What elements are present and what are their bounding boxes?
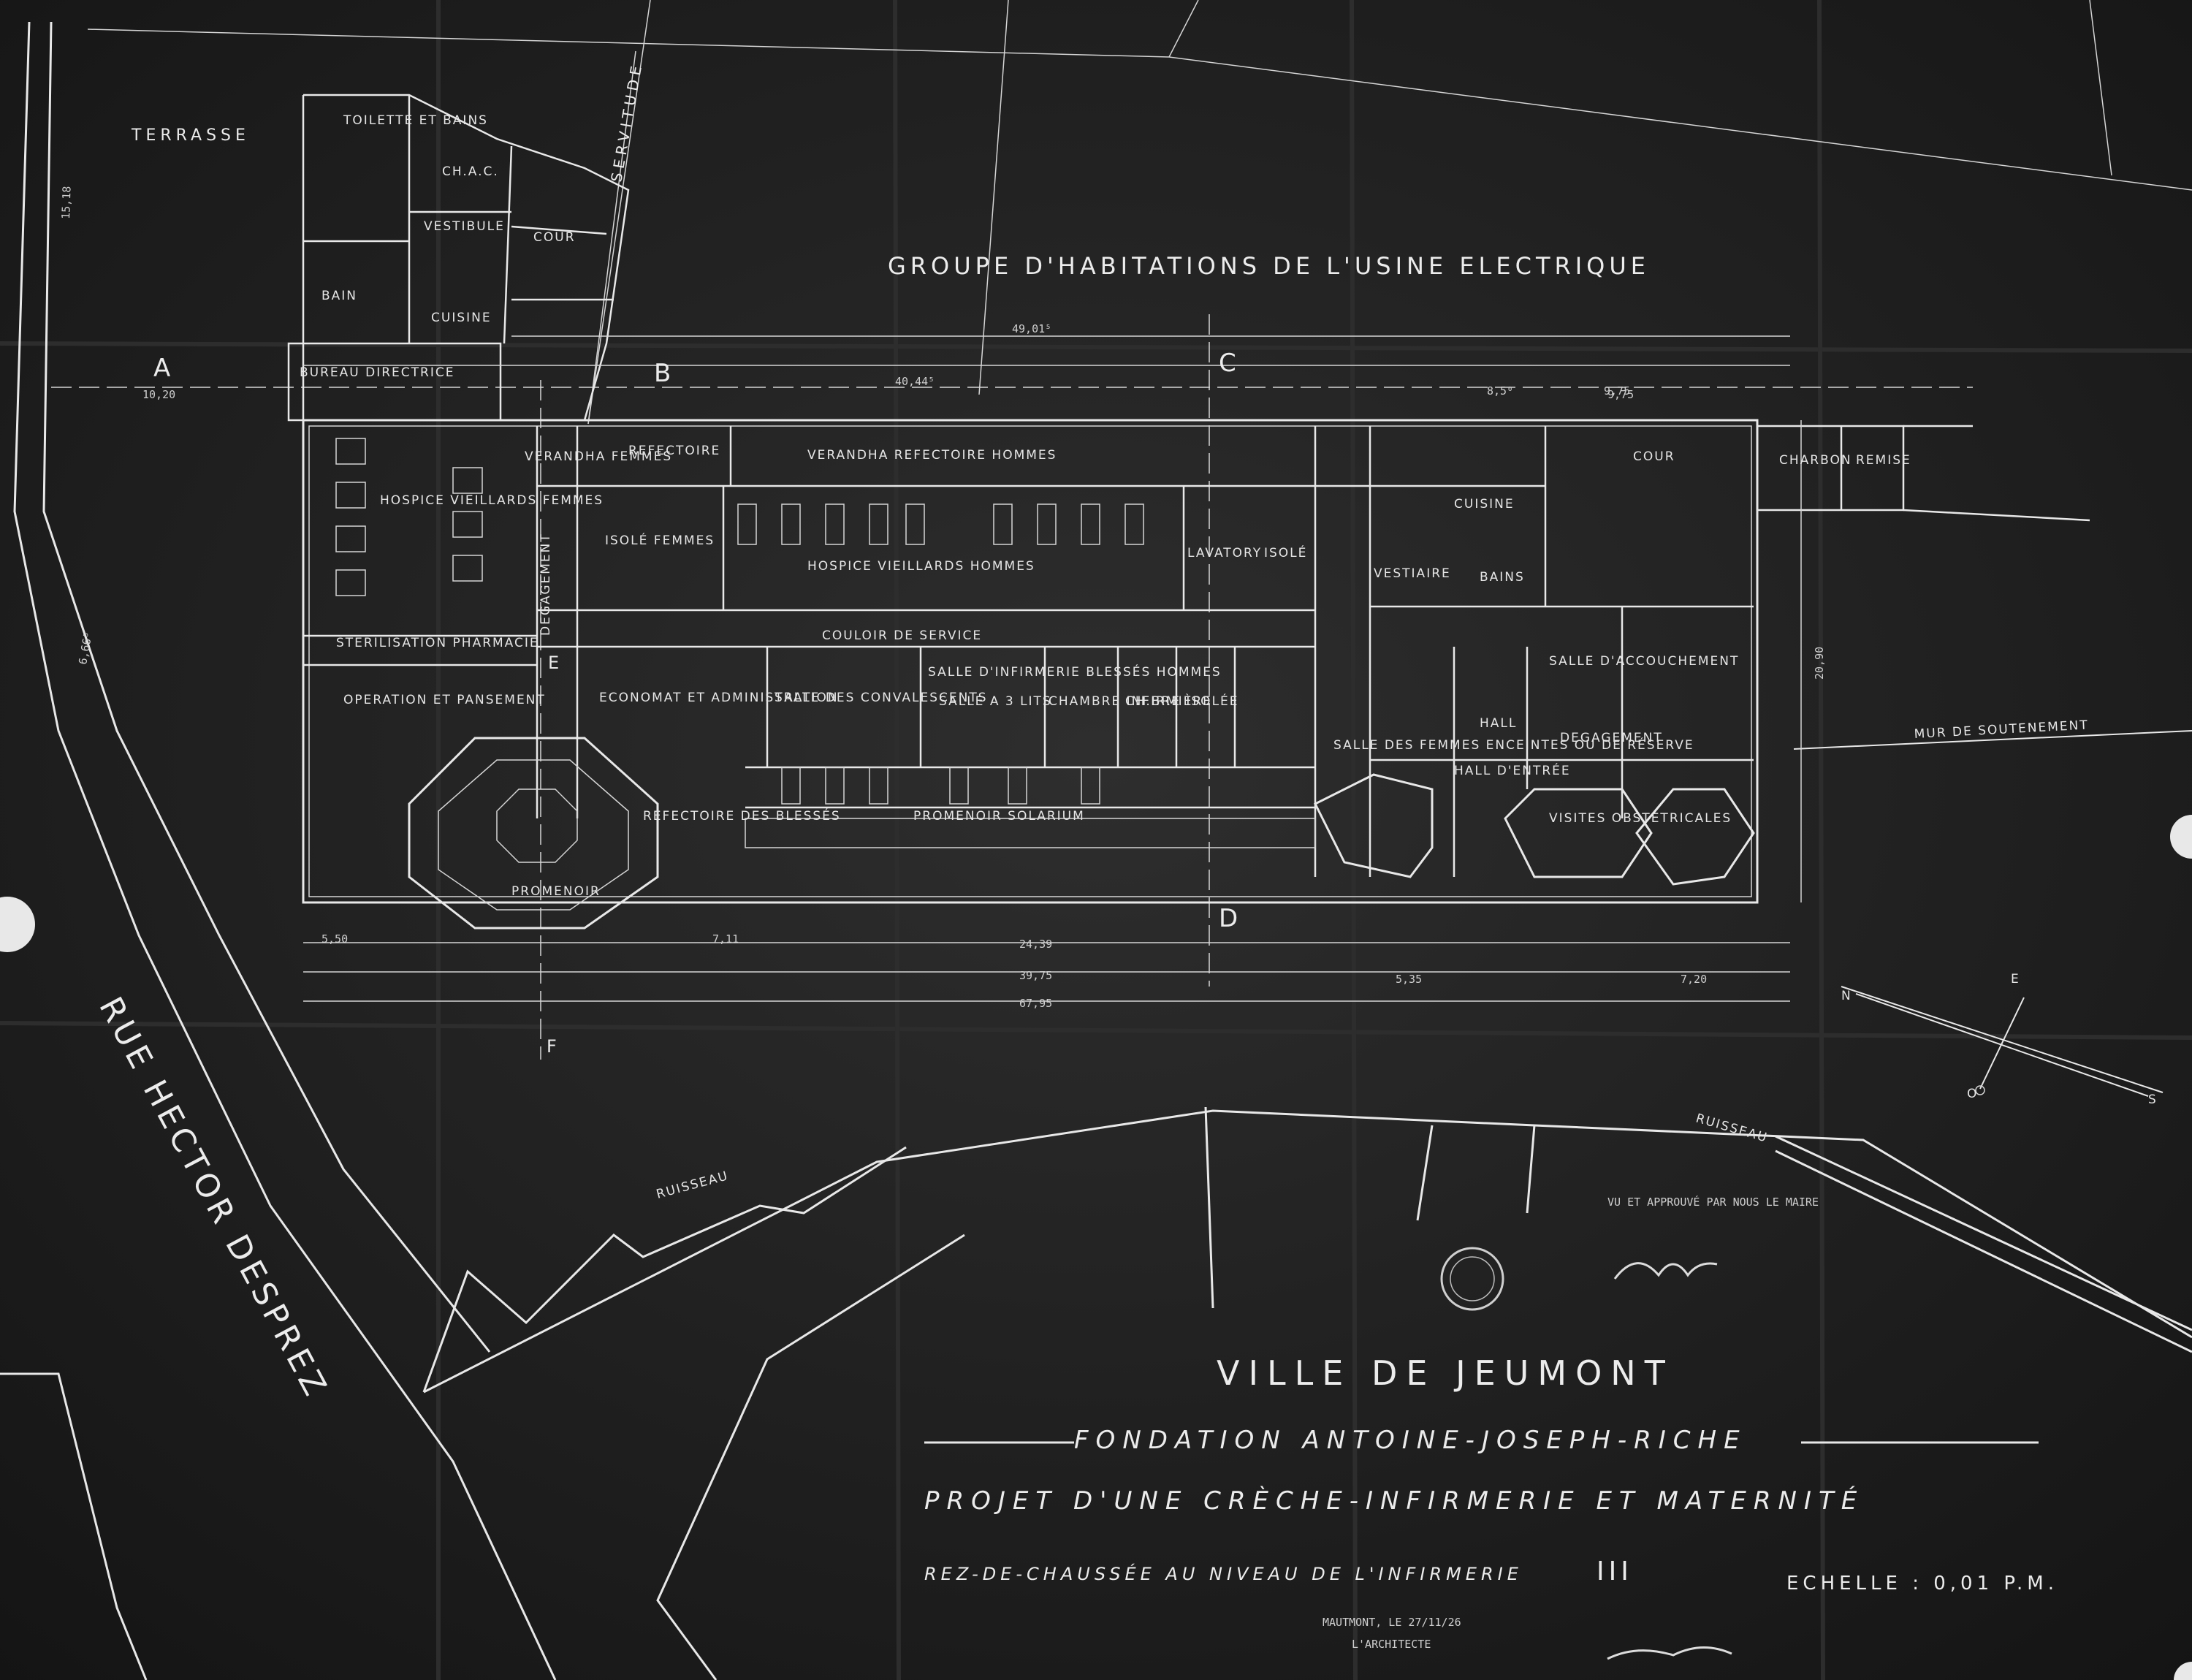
room-isole-femmes: ISOLÉ FEMMES [605, 532, 715, 548]
room-cuisine-small: CUISINE [431, 311, 492, 325]
room-salle-infirmerie: SALLE D'INFIRMERIE BLESSÉS HOMMES [928, 664, 1222, 680]
terrace-label: TERRASSE [131, 126, 250, 145]
room-hospice-femmes: HOSPICE VIEILLARDS FEMMES [380, 493, 604, 508]
octagon-pavilion-left [408, 737, 659, 930]
room-veranda-femmes: VERANDHA FEMMES [525, 449, 672, 464]
room-salle-accouchement: SALLE D'ACCOUCHEMENT [1549, 654, 1739, 669]
compass-n: N [1841, 989, 1852, 1003]
mayor-signature [1613, 1262, 1718, 1280]
dim-39-75: 39,75 [1019, 969, 1052, 982]
section-marker-d: D [1219, 904, 1242, 933]
section-marker-b: B [654, 359, 675, 388]
main-building [302, 419, 1759, 904]
room-vestibule: VESTIBULE [424, 219, 505, 234]
title-project: PROJET D'UNE CRÈCHE-INFIRMERIE ET MATERN… [924, 1486, 1864, 1516]
room-lavatory: LAVATORY [1187, 546, 1262, 560]
room-hospice-hommes: HOSPICE VIEILLARDS HOMMES [807, 559, 1035, 574]
dim-7-20: 7,20 [1681, 973, 1707, 986]
signature-date: MAUTMONT, LE 27/11/26 [1323, 1616, 1461, 1629]
room-charbon: CHARBON [1779, 453, 1852, 468]
room-salle-convalescents: SALLE DES CONVALESCENTS [775, 691, 988, 705]
room-hall-entree: HALL D'ENTRÉE [1454, 762, 1571, 778]
lodge-annex [287, 94, 630, 422]
architect-signature [1607, 1646, 1732, 1660]
room-toilette: TOILETTE ET BAINS [343, 113, 488, 128]
room-promenoir-solarium: PROMENOIR SOLARIUM [913, 809, 1085, 824]
dimension-lines [303, 335, 1802, 1002]
dim-7-11: 7,11 [712, 932, 739, 946]
room-economat: ECONOMAT ET ADMINISTRATION [599, 691, 839, 705]
section-marker-e: E [548, 653, 563, 673]
room-salle-femmes: SALLE DES FEMMES ENCEINTES OU DE RÉSERVE [1333, 737, 1694, 753]
room-degagement-right: DEGAGEMENT [1560, 731, 1663, 745]
compass-o: O [1967, 1087, 1978, 1101]
room-refectoire: REFECTOIRE [628, 444, 720, 458]
room-remise: REMISE [1856, 453, 1911, 468]
room-degagement: DEGAGEMENT [539, 533, 553, 636]
octagon-pavilion-right-1 [1313, 773, 1434, 878]
dim-24-39: 24,39 [1019, 938, 1052, 951]
room-ch-a-c: CH.A.C. [442, 164, 499, 179]
dim-40-44: 40,44⁵ [895, 375, 935, 388]
dim-49-01: 49,01⁵ [1012, 322, 1051, 335]
section-marker-c: C [1219, 349, 1241, 378]
room-cour-small: COUR [533, 230, 576, 245]
street-outline [0, 21, 557, 1680]
compass-e: E [2011, 972, 2020, 987]
dim-9-75: 9,75 [1604, 384, 1630, 398]
punch-hole [2170, 815, 2192, 859]
octagon-pavilion-right-3 [1635, 788, 1755, 886]
room-refectoire-blesses: REFECTOIRE DES BLESSÉS [643, 807, 841, 824]
group-label: GROUPE D'HABITATIONS DE L'USINE ELECTRIQ… [888, 252, 1650, 280]
rear-sheds [1756, 425, 2090, 522]
dim-10-20: 10,20 [142, 388, 175, 401]
room-operation: OPERATION ET PANSEMENT [343, 693, 546, 707]
compass-rose [1841, 986, 2164, 1097]
dim-9-75b: 9,75 [1607, 388, 1634, 401]
room-salle-3-lits: SALLE A 3 LITS [939, 694, 1052, 709]
room-isole-hommes: ISOLÉ [1264, 544, 1307, 560]
room-bain: BAIN [321, 289, 357, 303]
dim-67-95: 67,95 [1019, 997, 1052, 1010]
sheet-number: III [1597, 1557, 1633, 1586]
octagon-pavilion-right-2 [1504, 788, 1653, 878]
room-couloir-service: COULOIR DE SERVICE [822, 628, 982, 643]
room-promenoir: PROMENOIR [511, 884, 601, 899]
room-veranda-refectoire-hommes: VERANDHA REFECTOIRE HOMMES [807, 448, 1057, 463]
architect-label: L'ARCHITECTE [1352, 1638, 1431, 1651]
title-level: REZ-DE-CHAUSSÉE AU NIVEAU DE L'INFIRMERI… [924, 1563, 1523, 1584]
room-chambre-isolee: CH.BRE ISOLÉE [1125, 693, 1239, 709]
scale-label: ECHELLE : 0,01 P.M. [1786, 1573, 2058, 1595]
title-foundation: FONDATION ANTOINE-JOSEPH-RICHE [1074, 1426, 1747, 1455]
property-lines-top [87, 0, 2192, 425]
section-marker-a: A [153, 354, 175, 383]
room-sterilisation: STERILISATION PHARMACIE [336, 636, 539, 650]
dim-5-35: 5,35 [1396, 973, 1422, 986]
dim-8-50: 8,5⁰ [1487, 384, 1513, 398]
dim-15-18: 15,18 [59, 186, 74, 219]
room-bains: BAINS [1480, 570, 1525, 585]
boundary-wall-right [1793, 730, 2192, 750]
punch-hole [2174, 1662, 2192, 1680]
room-visites: VISITES OBSTETRICALES [1549, 811, 1732, 826]
lower-property-lines [422, 1106, 2192, 1680]
title-city: VILLE DE JEUMONT [1217, 1353, 1674, 1393]
stamp-seal [1440, 1247, 1504, 1311]
room-chambre-infirmiere: CHAMBRE INFIRMIÈRE [1049, 693, 1212, 709]
section-marker-f: F [547, 1036, 561, 1057]
room-cuisine: CUISINE [1454, 497, 1515, 512]
room-hall: HALL [1480, 716, 1517, 731]
dim-20-90: 20,90 [1813, 647, 1826, 680]
approval-label: VU ET APPROUVÉ PAR NOUS LE MAIRE [1607, 1195, 1819, 1209]
punch-hole [0, 897, 35, 952]
dim-5-50: 5,50 [321, 932, 348, 946]
room-cour: COUR [1633, 449, 1675, 464]
compass-s: S [2148, 1092, 2158, 1107]
room-vestiaire: VESTIAIRE [1374, 566, 1451, 581]
room-bureau-directrice: BUREAU DIRECTRICE [300, 365, 454, 380]
